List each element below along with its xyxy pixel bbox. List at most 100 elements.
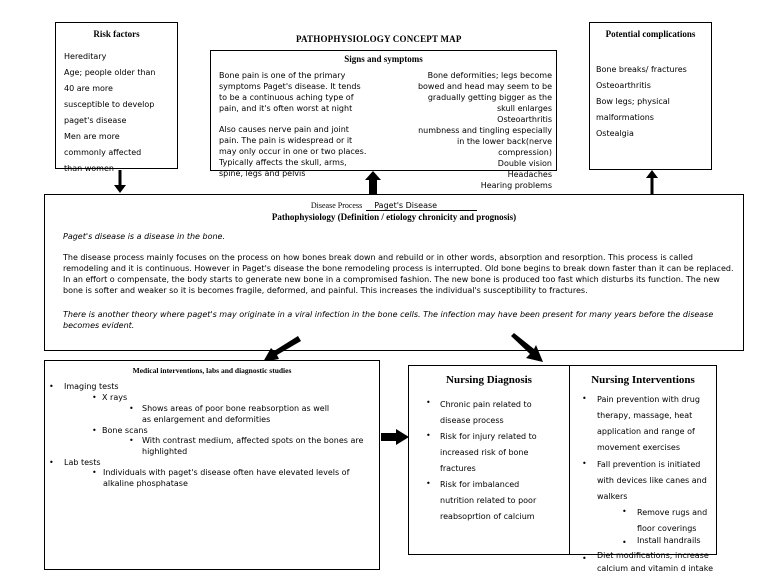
line: fractures xyxy=(440,464,476,473)
line: Remove rugs and xyxy=(637,508,708,517)
disease-name: Paget's Disease xyxy=(366,201,478,211)
arrow-up-icon xyxy=(646,170,658,194)
signs-line: in the lower back(nerve xyxy=(457,137,552,146)
line: Chronic pain related to xyxy=(440,400,532,409)
line: increased risk of bone xyxy=(440,448,529,457)
signs-line: numbness and tingling especially xyxy=(418,126,552,135)
list-item: paget's disease xyxy=(64,116,127,125)
nursing-diagnosis-item: Risk for imbalanced nutrition related to… xyxy=(440,477,536,525)
line: walkers xyxy=(597,492,628,501)
line: nutrition related to poor xyxy=(440,496,537,505)
signs-line: skull enlarges xyxy=(496,104,552,113)
bullet-icon: • xyxy=(426,479,431,488)
risk-factors-title: Risk factors xyxy=(93,29,140,39)
disease-process-header: Disease Process Paget's Disease xyxy=(45,201,743,211)
line: Fall prevention is initiated xyxy=(597,460,701,469)
line: disease process xyxy=(440,416,504,425)
arrow-down-right-icon xyxy=(511,333,543,362)
bullet-icon: • xyxy=(426,398,431,407)
nursing-diagnosis-box: Nursing Diagnosis • Chronic pain related… xyxy=(408,365,570,555)
signs-line: Osteoarthritis xyxy=(497,115,552,124)
signs-line: Hearing problems xyxy=(480,181,552,190)
nursing-diagnosis-item: Risk for injury related to increased ris… xyxy=(440,429,537,477)
list-item: Hereditary xyxy=(64,52,107,61)
disease-process-label: Disease Process xyxy=(310,201,363,210)
medical-item: Imaging tests xyxy=(64,382,119,391)
signs-line: Bone deformities; legs become xyxy=(427,71,552,80)
arrow-down-left-icon xyxy=(263,336,301,362)
nursing-interventions-title: Nursing Interventions xyxy=(591,374,695,386)
bullet-icon: • xyxy=(49,382,54,391)
line: Pain prevention with drug xyxy=(597,395,700,404)
nursing-diagnosis-title: Nursing Diagnosis xyxy=(446,374,532,386)
line: calcium and vitamin d intake xyxy=(597,564,713,573)
medical-item: Shows areas of poor bone reabsorption as… xyxy=(142,404,330,424)
medical-item: With contrast medium, affected spots on … xyxy=(142,436,364,456)
disease-paragraph: The disease process mainly focuses on th… xyxy=(63,253,734,295)
signs-paragraph: Also causes nerve pain and joint pain. T… xyxy=(219,125,367,178)
bullet-icon: • xyxy=(582,394,587,403)
disease-process-box: Disease Process Paget's Disease Pathophy… xyxy=(44,194,744,351)
list-item: Men are more xyxy=(64,132,120,141)
nursing-interventions-box: Nursing Interventions xyxy=(569,365,717,555)
signs-line: Headaches xyxy=(507,170,552,179)
line: Risk for imbalanced xyxy=(440,480,520,489)
line: movement exercises xyxy=(597,443,680,452)
signs-line: gradually getting bigger as the xyxy=(427,93,552,102)
complications-list: Bone breaks/ fractures Osteoarthritis Bo… xyxy=(596,62,711,142)
bullet-icon: • xyxy=(426,431,431,440)
signs-left-column: Bone pain is one of the primary symptoms… xyxy=(219,70,369,179)
risk-factors-box: Risk factors Hereditary Age; people olde… xyxy=(55,22,178,173)
list-item: Bone breaks/ fractures xyxy=(596,65,687,74)
bullet-icon: • xyxy=(92,393,97,402)
signs-symptoms-title: Signs and symptoms xyxy=(344,54,423,64)
line: therapy, massage, heat xyxy=(597,411,693,420)
signs-symptoms-box: Signs and symptoms Bone pain is one of t… xyxy=(210,50,557,190)
disease-subtitle: Pathophysiology (Definition / etiology c… xyxy=(271,212,517,222)
list-item: 40 are more xyxy=(64,84,113,93)
list-item: susceptible to develop xyxy=(64,100,155,109)
list-item: Osteoarthritis xyxy=(596,81,651,90)
page-title: PATHOPHYSIOLOGY CONCEPT MAP xyxy=(296,34,462,44)
bullet-icon: • xyxy=(622,507,627,516)
arrow-up-icon xyxy=(365,171,381,195)
signs-line: Double vision xyxy=(497,159,552,168)
bullet-icon: • xyxy=(92,468,97,477)
bullet-icon: • xyxy=(129,436,134,445)
nursing-intervention-item: Diet modifications; increase calcium and… xyxy=(597,549,713,575)
list-item: Ostealgia xyxy=(596,129,634,138)
nursing-intervention-item: Fall prevention is initiated with device… xyxy=(597,457,707,505)
line: floor coverings xyxy=(637,524,697,533)
line: with devices like canes and xyxy=(597,476,707,485)
medical-interventions-box: Medical interventions, labs and diagnost… xyxy=(44,360,380,570)
nursing-intervention-subitem: Remove rugs and floor coverings xyxy=(637,505,707,537)
line: application and range of xyxy=(597,427,695,436)
signs-paragraph: Bone pain is one of the primary symptoms… xyxy=(219,71,361,113)
list-item: Bow legs; physical xyxy=(596,97,670,106)
bullet-icon: • xyxy=(129,404,134,413)
signs-line: bowed and head may seem to be xyxy=(417,82,552,91)
medical-item: Individuals with paget's disease often h… xyxy=(103,468,350,488)
signs-line: compression) xyxy=(498,148,552,157)
risk-factors-list: Hereditary Age; people older than 40 are… xyxy=(64,49,177,177)
list-item: malformations xyxy=(596,113,654,122)
complications-box: Potential complications Bone breaks/ fra… xyxy=(589,22,712,170)
bullet-icon: • xyxy=(582,459,587,468)
nursing-diagnosis-item: Chronic pain related to disease process xyxy=(440,397,532,429)
bullet-icon: • xyxy=(49,458,54,467)
nursing-intervention-subitem: Install handrails xyxy=(637,536,701,545)
disease-paragraph: There is another theory where paget's ma… xyxy=(63,310,714,330)
complications-title: Potential complications xyxy=(605,29,696,39)
bullet-icon: • xyxy=(582,554,587,563)
list-item: commonly affected xyxy=(64,148,142,157)
signs-right-column: Bone deformities; legs become bowed and … xyxy=(384,70,552,191)
line: Risk for injury related to xyxy=(440,432,537,441)
medical-item: Bone scans xyxy=(102,426,148,435)
list-item: Age; people older than xyxy=(64,68,156,77)
line: reabsoprtion of calcium xyxy=(440,512,535,521)
bullet-icon: • xyxy=(622,538,627,547)
bullet-icon: • xyxy=(92,426,97,435)
disease-paragraph: Paget's disease is a disease in the bone… xyxy=(63,232,226,241)
line: Diet modifications; increase xyxy=(597,551,709,560)
list-item: than women xyxy=(64,164,114,173)
